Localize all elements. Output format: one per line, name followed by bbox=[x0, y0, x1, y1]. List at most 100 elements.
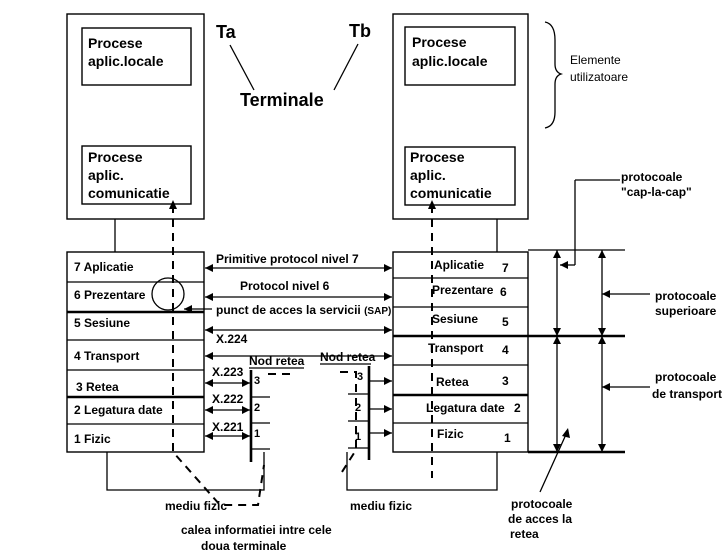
x222-head-right bbox=[242, 406, 250, 414]
nodeb-arrow-2-head bbox=[384, 405, 392, 413]
terminal-a-comm-line2: aplic. bbox=[88, 167, 124, 183]
access-label-line1: protocoale bbox=[511, 497, 573, 511]
access-label-line2: de acces la bbox=[508, 512, 572, 526]
nodeb-arrow-1-head bbox=[384, 429, 392, 437]
inner-span-mid-down bbox=[553, 336, 561, 344]
upper-label-line2: superioare bbox=[655, 304, 717, 318]
sap-label: punct de acces la servicii (SAP) bbox=[216, 303, 391, 317]
node-b-level-2: 2 bbox=[355, 402, 361, 414]
network-node-a: Nod retea 3 2 1 bbox=[249, 354, 305, 462]
level6-arrow-head-right bbox=[384, 293, 392, 301]
upper-span-top bbox=[598, 250, 606, 258]
left-layer-6: 6 Prezentare bbox=[74, 288, 146, 302]
nodeb-arrow-3-head bbox=[384, 377, 392, 385]
terminal-b-local-line1: Procese bbox=[412, 34, 467, 50]
x221-head-left bbox=[205, 432, 213, 440]
left-layer-5: 5 Sesiune bbox=[74, 316, 130, 330]
right-stack-frame bbox=[392, 251, 529, 453]
right-layer-3-num: 3 bbox=[502, 374, 509, 388]
user-elements-line1: Elemente bbox=[570, 53, 621, 67]
x221-label: X.221 bbox=[212, 420, 244, 434]
user-elements-line2: utilizatoare bbox=[570, 70, 628, 84]
right-layer-1-name: Fizic bbox=[437, 427, 464, 441]
path-arrow-up-b bbox=[428, 200, 436, 209]
terminal-a-local-line2: aplic.locale bbox=[88, 53, 164, 69]
physical-medium-b bbox=[346, 452, 498, 491]
sap-circle bbox=[151, 277, 185, 311]
right-layer-6-num: 6 bbox=[500, 285, 507, 299]
terminal-b-comm-line2: aplic. bbox=[410, 167, 446, 183]
terminal-b-comm-process-box bbox=[404, 146, 516, 206]
node-b-level-1: 1 bbox=[355, 431, 361, 443]
access-pointer bbox=[539, 429, 569, 493]
x223-label: X.223 bbox=[212, 365, 244, 379]
node-a-level-3: 3 bbox=[254, 375, 260, 387]
terminal-b-comm-line1: Procese bbox=[410, 149, 465, 165]
x221-head-right bbox=[242, 432, 250, 440]
level6-label: Protocol nivel 6 bbox=[240, 279, 330, 293]
right-layer-5-name: Sesiune bbox=[432, 312, 478, 326]
left-osi-stack: 7 Aplicatie 6 Prezentare 5 Sesiune 4 Tra… bbox=[66, 251, 205, 453]
terminal-a-local-line1: Procese bbox=[88, 35, 143, 51]
right-layer-7-num: 7 bbox=[502, 261, 509, 275]
access-pointer-head bbox=[562, 428, 570, 438]
peer-label-line1: protocoale bbox=[621, 170, 683, 184]
info-path-left-dashed bbox=[172, 205, 265, 506]
node-b-level-3: 3 bbox=[357, 371, 363, 383]
right-layer-3-name: Retea bbox=[436, 375, 469, 389]
node-b-label: Nod retea bbox=[320, 350, 376, 364]
x222-label: X.222 bbox=[212, 392, 244, 406]
terminal-b-label: Tb bbox=[349, 21, 371, 41]
tb-pointer-line bbox=[333, 43, 359, 91]
terminal-a-local-process-box bbox=[81, 27, 192, 86]
terminal-a-comm-line1: Procese bbox=[88, 149, 143, 165]
path-arrow-up-a bbox=[169, 200, 177, 209]
right-layer-1-num: 1 bbox=[504, 431, 511, 445]
left-layer-7: 7 Aplicatie bbox=[74, 260, 134, 274]
left-layer-2: 2 Legatura date bbox=[74, 403, 163, 417]
left-layer-4: 4 Transport bbox=[74, 349, 139, 363]
sap-pointer-head bbox=[184, 305, 192, 313]
upper-label-line1: protocoale bbox=[655, 289, 717, 303]
transport-span-top bbox=[598, 336, 606, 344]
right-osi-stack: Aplicatie 7 Prezentare 6 Sesiune 5 Trans… bbox=[392, 251, 529, 453]
upper-pointer-head bbox=[602, 290, 610, 298]
x224-arrow-head-left bbox=[205, 326, 213, 334]
x223-head-right bbox=[242, 379, 250, 387]
info-path-line2: doua terminale bbox=[201, 539, 287, 553]
terminal-b-comm-line3: comunicatie bbox=[410, 185, 492, 201]
access-label-line3: retea bbox=[510, 527, 539, 541]
terminal-b-local-process-box bbox=[404, 26, 516, 86]
primitives-arrow-head-right bbox=[384, 264, 392, 272]
peer-pointer-head bbox=[560, 261, 568, 269]
right-layer-4-num: 4 bbox=[502, 343, 509, 357]
x224-arrow-head-right bbox=[384, 326, 392, 334]
terminals-label: Terminale bbox=[240, 90, 324, 110]
network-node-b: Nod retea 3 2 1 bbox=[320, 350, 376, 460]
peer-label-line2: "cap-la-cap" bbox=[621, 185, 692, 199]
x224-label: X.224 bbox=[216, 332, 248, 346]
node-a-label: Nod retea bbox=[249, 354, 305, 368]
protocol-arrows bbox=[184, 264, 392, 440]
physical-medium-a-label: mediu fizic bbox=[165, 499, 227, 513]
transport-label-line2: de transport bbox=[652, 387, 722, 401]
right-layer-4-name: Transport bbox=[428, 341, 483, 355]
upper-span-bottom bbox=[598, 328, 606, 336]
ta-pointer-line bbox=[229, 44, 255, 91]
x224-lower-head-left bbox=[205, 352, 213, 360]
x223-head-left bbox=[205, 379, 213, 387]
x224-lower-head-right bbox=[384, 352, 392, 360]
right-layer-5-num: 5 bbox=[502, 315, 509, 329]
inner-span-mid-up bbox=[553, 328, 561, 336]
transport-label-line1: protocoale bbox=[655, 370, 717, 384]
terminal-b-local-line2: aplic.locale bbox=[412, 53, 488, 69]
primitives-arrow-head-left bbox=[205, 264, 213, 272]
left-layer-1: 1 Fizic bbox=[74, 432, 111, 446]
physical-medium-b-label: mediu fizic bbox=[350, 499, 412, 513]
terminal-a-comm-line3: comunicatie bbox=[88, 185, 170, 201]
info-path-line1: calea informatiei intre cele bbox=[181, 523, 332, 537]
terminal-a-comm-process-box bbox=[81, 145, 192, 205]
node-a-level-2: 2 bbox=[254, 402, 260, 414]
physical-medium-a bbox=[106, 452, 265, 491]
terminal-a-label: Ta bbox=[216, 22, 237, 42]
